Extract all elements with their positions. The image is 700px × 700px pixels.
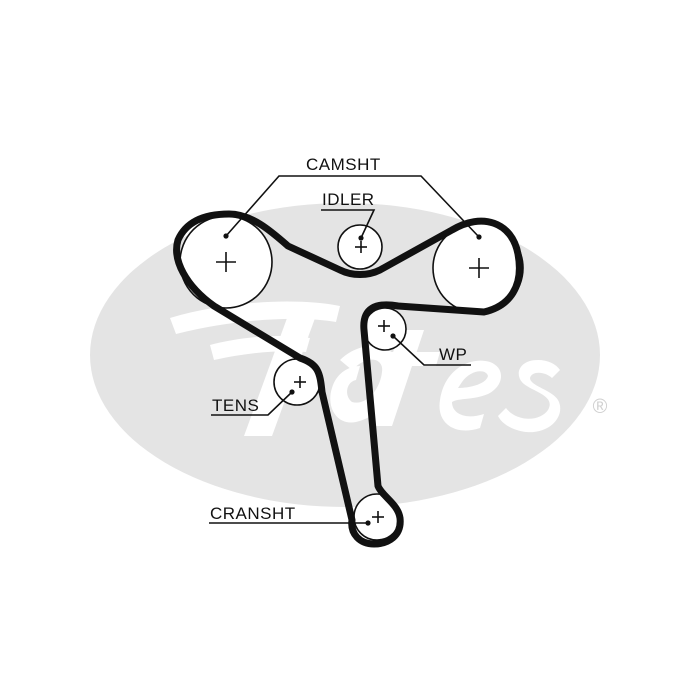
camshaft-right-leader-dot bbox=[476, 234, 482, 240]
water-pump-label: WP bbox=[439, 345, 467, 364]
camshaft-left-leader-dot bbox=[223, 233, 229, 239]
idler-leader bbox=[321, 209, 376, 239]
crankshaft-label: CRANSHT bbox=[210, 504, 296, 523]
crankshaft-leader-dot bbox=[365, 520, 371, 526]
timing-belt bbox=[173, 210, 523, 548]
camshaft-left-center-icon bbox=[216, 252, 236, 272]
tensioner-leader bbox=[211, 391, 293, 416]
water-pump-leader-dot bbox=[390, 333, 396, 339]
crankshaft-center-icon bbox=[372, 511, 384, 523]
idler-center-icon bbox=[355, 241, 367, 253]
leader-lines bbox=[209, 175, 482, 526]
water-pump-leader bbox=[392, 335, 471, 366]
camshaft-right-center-icon bbox=[469, 258, 489, 278]
tensioner-center-icon bbox=[294, 376, 306, 388]
tensioner-label: TENS bbox=[212, 396, 259, 415]
registered-mark: ® bbox=[593, 396, 608, 418]
pulley-center-marks bbox=[216, 241, 489, 523]
water-pump-center-icon bbox=[378, 320, 390, 332]
labels: CAMSHT IDLER WP TENS CRANSHT bbox=[210, 155, 467, 523]
idler-leader-dot bbox=[358, 235, 364, 241]
camshaft-leader bbox=[225, 175, 480, 238]
tensioner-leader-dot bbox=[289, 389, 295, 395]
camshaft-label: CAMSHT bbox=[306, 155, 381, 174]
idler-label: IDLER bbox=[322, 190, 375, 209]
